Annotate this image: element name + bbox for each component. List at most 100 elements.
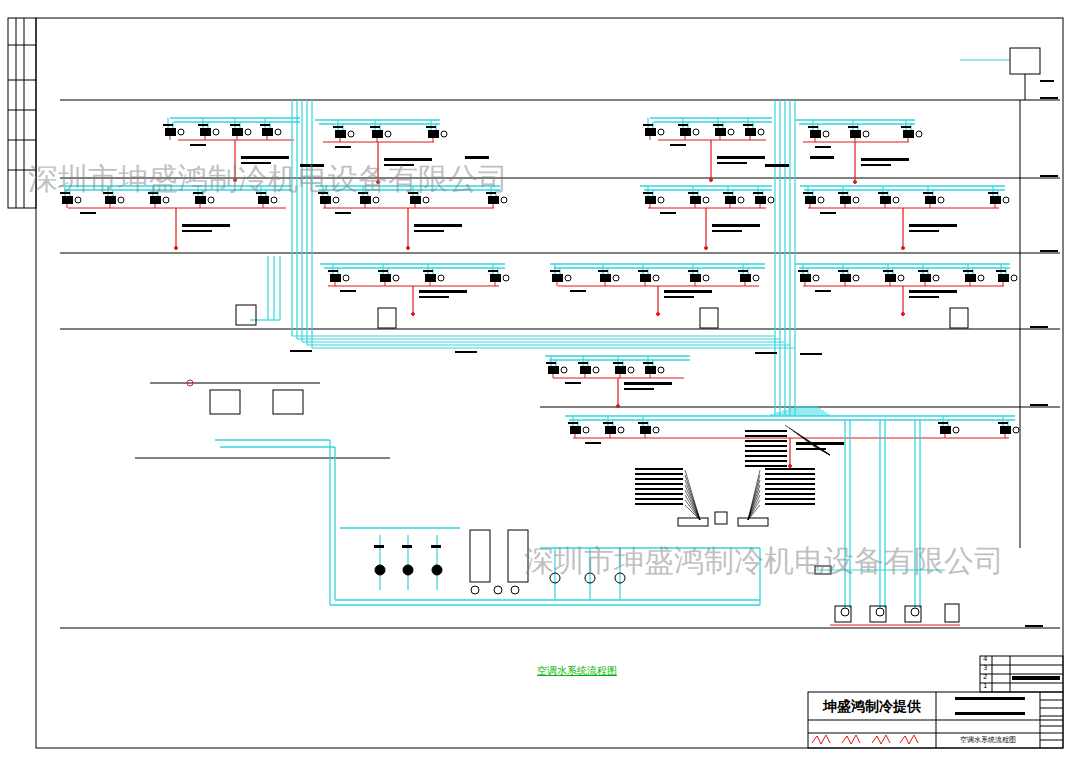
equipment-box bbox=[700, 308, 718, 328]
fan-coil-unit bbox=[548, 366, 559, 374]
title-block-line bbox=[808, 720, 1063, 721]
redacted-note bbox=[909, 224, 957, 227]
redacted-note bbox=[638, 422, 648, 424]
pipe-line bbox=[844, 420, 845, 608]
redacted-note bbox=[1012, 676, 1060, 680]
pipe-line bbox=[334, 447, 335, 600]
signature-mark bbox=[900, 735, 918, 744]
fan-symbol bbox=[853, 275, 859, 281]
fan-symbol bbox=[1013, 427, 1019, 433]
leader-line bbox=[793, 431, 830, 455]
redacted-note bbox=[909, 230, 939, 232]
pipe-line bbox=[692, 186, 693, 196]
drain-end bbox=[705, 247, 708, 250]
fan-coil-unit bbox=[885, 274, 896, 282]
leader-line bbox=[748, 490, 760, 520]
drain-end bbox=[407, 247, 410, 250]
pipe-line bbox=[307, 344, 790, 345]
leader-line bbox=[685, 485, 700, 520]
header-collector bbox=[738, 518, 768, 526]
pipe-line bbox=[682, 118, 683, 128]
pipe-line bbox=[927, 186, 928, 196]
redacted-note bbox=[988, 192, 998, 194]
fan-symbol bbox=[583, 427, 589, 433]
fan-coil-unit bbox=[330, 274, 341, 282]
drain-line bbox=[415, 204, 416, 208]
chiller-unit bbox=[470, 530, 490, 582]
pipe-line bbox=[992, 186, 993, 196]
leader-line bbox=[809, 443, 830, 455]
redacted-note bbox=[738, 270, 748, 272]
pipe-line bbox=[640, 185, 772, 186]
fan-symbol bbox=[565, 275, 571, 281]
fan-coil-unit bbox=[925, 196, 936, 204]
leader-line bbox=[813, 446, 830, 455]
redacted-note bbox=[198, 124, 208, 126]
fan-symbol bbox=[593, 367, 599, 373]
redacted-note bbox=[803, 192, 813, 194]
revision-number: 1 bbox=[983, 683, 987, 690]
fan-symbol bbox=[758, 129, 764, 135]
redacted-note bbox=[901, 126, 911, 128]
redacted-note bbox=[643, 192, 653, 194]
pipe-line bbox=[642, 264, 643, 274]
leader-line bbox=[685, 475, 700, 520]
pipe-line bbox=[802, 264, 803, 274]
watermark: 深圳市坤盛鸿制冷机电设备有限公司 bbox=[28, 164, 508, 194]
redacted-note bbox=[384, 158, 432, 161]
redacted-note bbox=[378, 270, 388, 272]
fan-symbol bbox=[393, 275, 399, 281]
signature-mark bbox=[812, 735, 830, 744]
drain-line bbox=[650, 374, 651, 378]
fan-symbol bbox=[898, 275, 904, 281]
drain-line bbox=[557, 282, 558, 286]
fan-coil-unit bbox=[1000, 426, 1011, 434]
redacted-note bbox=[745, 460, 787, 462]
fan-coil-unit bbox=[645, 366, 656, 374]
redacted-note bbox=[635, 478, 683, 480]
pipe-line bbox=[607, 416, 608, 426]
pipe-line bbox=[174, 121, 300, 122]
redacted-note bbox=[370, 126, 380, 128]
fan-symbol bbox=[208, 197, 214, 203]
redacted-note bbox=[1040, 97, 1058, 99]
pipe-line bbox=[565, 415, 1015, 416]
pump-box bbox=[835, 606, 851, 622]
redacted-note bbox=[182, 230, 212, 232]
redacted-note bbox=[909, 296, 939, 298]
pipe-line bbox=[554, 264, 555, 274]
pipe-line bbox=[882, 186, 883, 196]
redacted-note bbox=[745, 430, 787, 432]
fan-coil-unit bbox=[990, 196, 1001, 204]
redacted-note bbox=[635, 488, 683, 490]
drain-line bbox=[1005, 434, 1006, 438]
side-strip-line bbox=[8, 110, 36, 111]
fan-coil-unit bbox=[262, 128, 273, 136]
fan-symbol bbox=[628, 367, 634, 373]
fan-symbol bbox=[738, 197, 744, 203]
redacted-note bbox=[635, 473, 683, 475]
leader-line bbox=[685, 470, 700, 520]
fan-coil-unit bbox=[360, 196, 371, 204]
drain-line bbox=[750, 136, 751, 140]
pipe-line bbox=[1000, 264, 1001, 274]
fan-symbol bbox=[693, 129, 699, 135]
pipe-line bbox=[692, 264, 693, 274]
fan-coil-unit bbox=[428, 130, 439, 138]
redacted-note bbox=[712, 230, 742, 232]
redacted-note bbox=[182, 224, 230, 227]
fan-symbol bbox=[658, 367, 664, 373]
redacted-note bbox=[664, 290, 712, 293]
pipe-line bbox=[852, 120, 853, 130]
pipe-line bbox=[849, 420, 850, 608]
redacted-note bbox=[765, 164, 789, 167]
fan-coil-unit bbox=[645, 196, 656, 204]
fan-symbol bbox=[271, 197, 277, 203]
drain-line bbox=[658, 140, 766, 141]
pipe-line bbox=[382, 264, 383, 274]
drain-line bbox=[585, 374, 586, 378]
pipe-line bbox=[550, 263, 765, 264]
fan-coil-unit bbox=[920, 274, 931, 282]
redacted-note bbox=[815, 146, 831, 148]
pipe-line bbox=[799, 123, 915, 124]
